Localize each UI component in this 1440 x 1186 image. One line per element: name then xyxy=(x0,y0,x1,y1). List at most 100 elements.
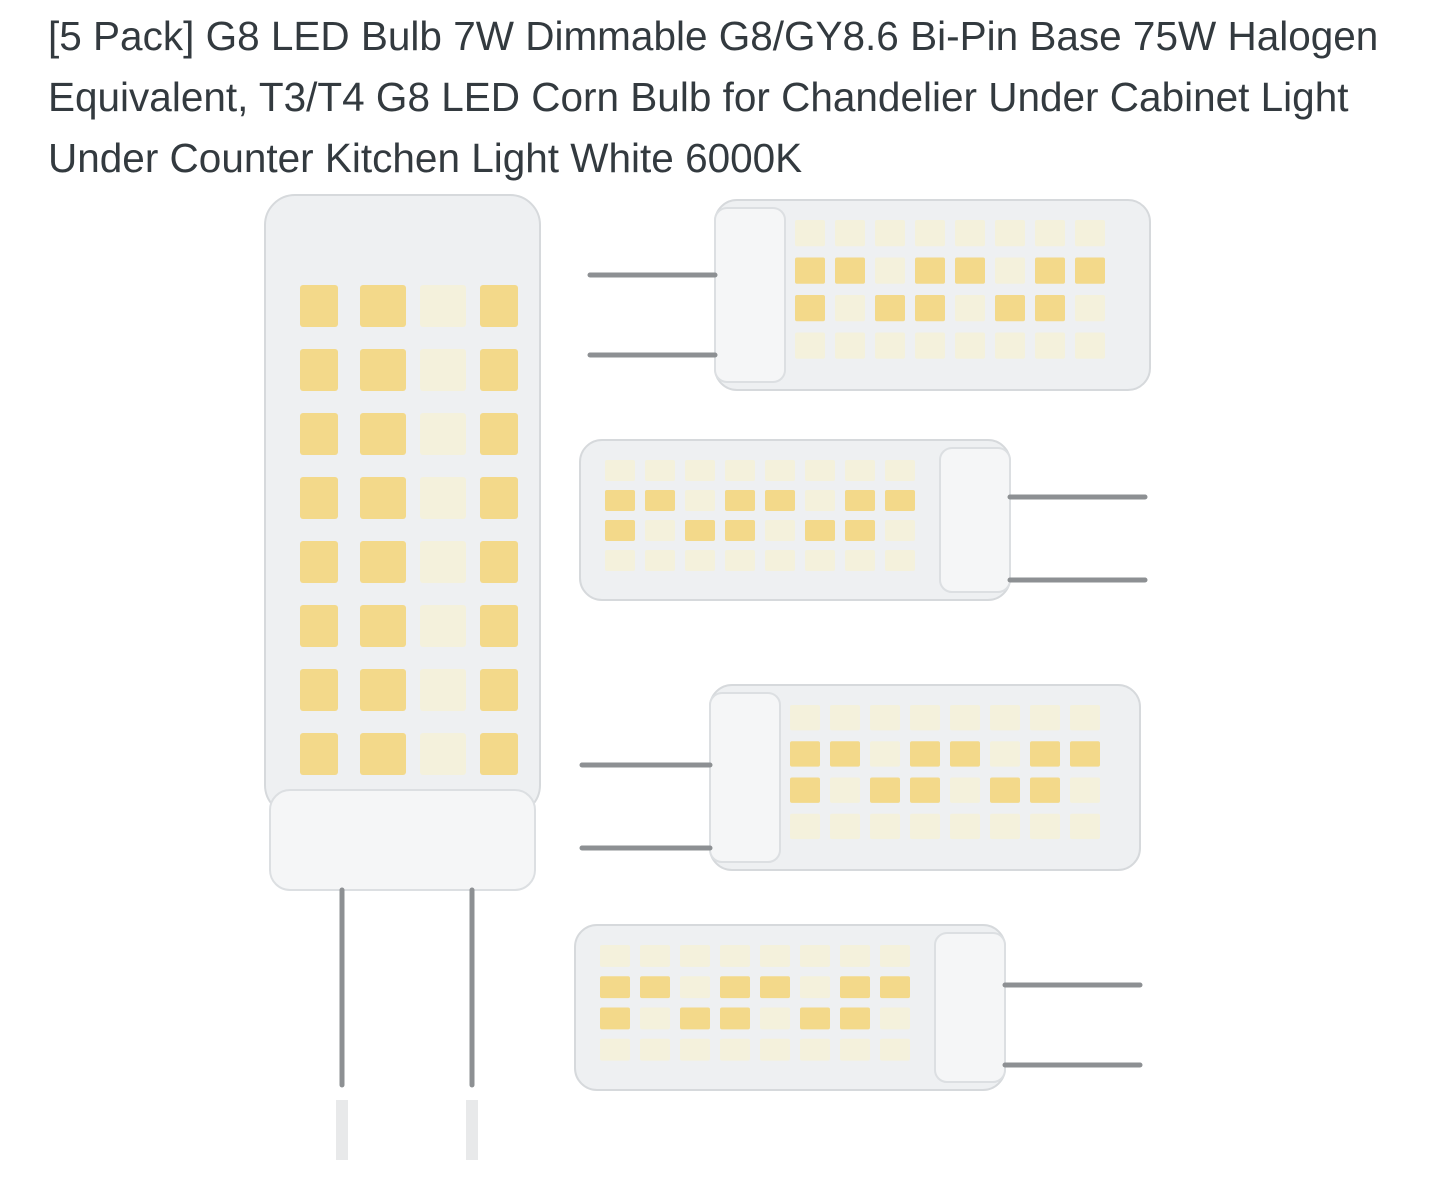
led-chip xyxy=(835,220,865,247)
led-chip xyxy=(795,220,825,247)
led-chip xyxy=(1035,220,1065,247)
led-chip xyxy=(765,520,795,541)
led-chip xyxy=(955,332,985,359)
led-chip xyxy=(835,295,865,322)
led-chip xyxy=(790,813,820,840)
led-chip xyxy=(800,1038,830,1061)
led-chip xyxy=(885,490,915,511)
led-chip xyxy=(640,1007,670,1030)
led-chip xyxy=(360,605,406,647)
led-chip xyxy=(840,1038,870,1061)
led-chip xyxy=(605,460,635,481)
led-chip xyxy=(830,777,860,803)
led-chip xyxy=(720,1038,750,1061)
led-chip xyxy=(765,550,795,571)
product-image[interactable] xyxy=(0,190,1440,1181)
led-chip xyxy=(725,520,755,541)
led-chip xyxy=(1070,813,1100,840)
led-chip xyxy=(300,477,338,519)
led-chip xyxy=(990,777,1020,803)
led-chip xyxy=(805,520,835,541)
led-chip xyxy=(1035,332,1065,359)
led-chip xyxy=(800,1007,830,1030)
led-chip xyxy=(480,349,518,391)
led-chip xyxy=(915,220,945,247)
led-chip xyxy=(830,813,860,840)
led-chip xyxy=(1070,705,1100,731)
led-chip xyxy=(845,550,875,571)
led-chip xyxy=(300,541,338,583)
led-chip xyxy=(880,945,910,967)
led-chip xyxy=(845,460,875,481)
led-chip xyxy=(915,332,945,359)
led-chip xyxy=(600,976,630,999)
led-chip xyxy=(760,1038,790,1061)
led-chip xyxy=(835,332,865,359)
led-chip xyxy=(880,976,910,999)
led-chip xyxy=(300,349,338,391)
pin-reflection xyxy=(466,1100,478,1160)
led-chip xyxy=(870,741,900,767)
led-chip xyxy=(800,976,830,999)
led-chip xyxy=(910,741,940,767)
led-chip xyxy=(1070,777,1100,803)
led-chip xyxy=(685,490,715,511)
led-chip xyxy=(645,550,675,571)
bulb-base xyxy=(714,207,786,383)
led-chip xyxy=(805,460,835,481)
led-chip xyxy=(955,220,985,247)
led-chip xyxy=(990,813,1020,840)
led-chip xyxy=(1075,220,1105,247)
led-chip xyxy=(805,550,835,571)
led-chip xyxy=(360,349,406,391)
led-chip xyxy=(640,976,670,999)
led-chip xyxy=(950,705,980,731)
led-chip xyxy=(885,520,915,541)
led-chip xyxy=(480,477,518,519)
led-chip xyxy=(885,460,915,481)
led-chip xyxy=(845,520,875,541)
led-chip xyxy=(1075,257,1105,284)
led-chip xyxy=(725,550,755,571)
led-chip xyxy=(605,520,635,541)
led-chip xyxy=(870,705,900,731)
led-chip xyxy=(420,413,466,455)
led-chip xyxy=(795,295,825,322)
led-chip xyxy=(875,257,905,284)
led-chip xyxy=(995,332,1025,359)
led-chip xyxy=(915,295,945,322)
led-chip xyxy=(795,332,825,359)
led-chip xyxy=(830,741,860,767)
led-chip xyxy=(480,669,518,711)
led-chip xyxy=(805,490,835,511)
led-chip xyxy=(725,460,755,481)
led-chip xyxy=(480,413,518,455)
bulb-base xyxy=(934,932,1006,1083)
led-chip xyxy=(790,705,820,731)
led-chip xyxy=(1030,705,1060,731)
led-chip xyxy=(795,257,825,284)
led-chip xyxy=(760,1007,790,1030)
led-chip xyxy=(1030,777,1060,803)
led-chip xyxy=(685,550,715,571)
led-chip xyxy=(645,490,675,511)
led-chip xyxy=(1030,741,1060,767)
led-chip xyxy=(995,257,1025,284)
bulb-base xyxy=(269,789,536,891)
led-chip xyxy=(680,976,710,999)
led-chip xyxy=(880,1038,910,1061)
led-chip xyxy=(950,777,980,803)
led-chip xyxy=(1070,741,1100,767)
led-chip xyxy=(800,945,830,967)
led-chip xyxy=(990,741,1020,767)
led-chip xyxy=(765,490,795,511)
led-chip xyxy=(480,285,518,327)
led-chip xyxy=(360,733,406,775)
led-chip xyxy=(880,1007,910,1030)
led-chip xyxy=(480,733,518,775)
led-chip xyxy=(870,777,900,803)
led-chip xyxy=(910,777,940,803)
led-chip xyxy=(995,220,1025,247)
led-chip xyxy=(1030,813,1060,840)
led-chip xyxy=(300,733,338,775)
